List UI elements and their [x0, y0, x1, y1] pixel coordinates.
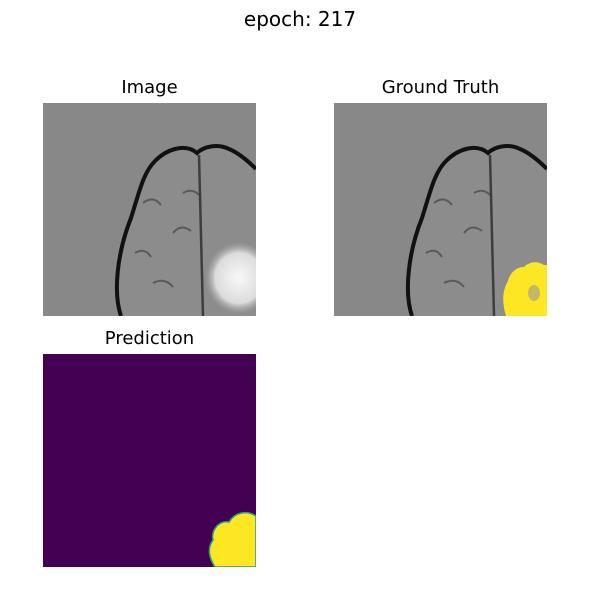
image-panel [43, 103, 256, 316]
brain-mri-image [43, 103, 256, 316]
figure-suptitle: epoch: 217 [243, 7, 357, 31]
prediction-panel [43, 354, 256, 567]
ground-truth-panel [334, 103, 547, 316]
ground-truth-panel-title: Ground Truth [381, 77, 500, 98]
prediction-mask [43, 354, 256, 567]
image-panel-title: Image [121, 77, 178, 98]
ground-truth-image [334, 103, 547, 316]
prediction-panel-title: Prediction [104, 328, 195, 349]
